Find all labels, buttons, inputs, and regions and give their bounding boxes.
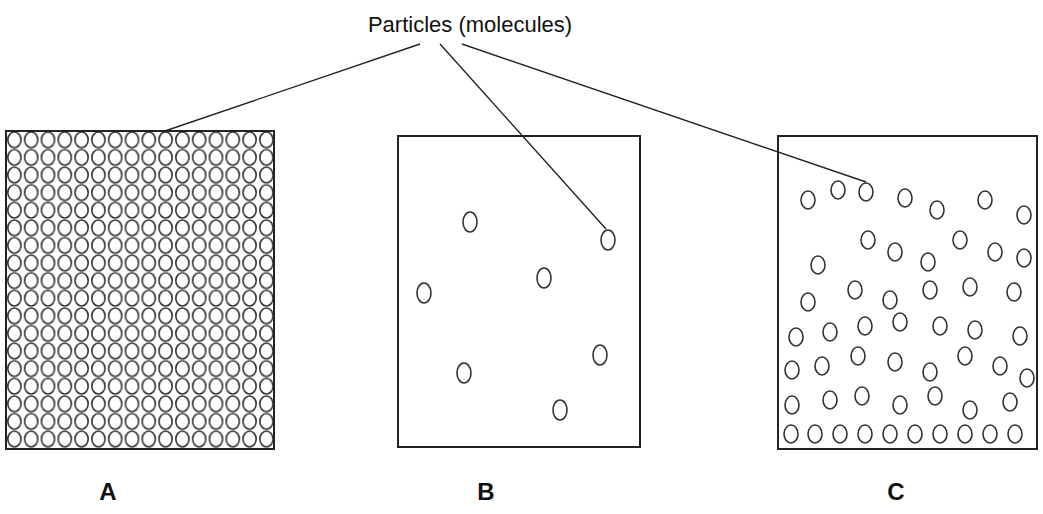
state-letter: C <box>887 478 904 506</box>
particles-label: Particles (molecules) <box>368 12 572 37</box>
solid-box <box>6 131 274 449</box>
leader-lines <box>162 44 866 229</box>
liquid-box <box>778 136 1037 449</box>
gas-particles <box>417 212 615 420</box>
gas-box <box>398 136 640 447</box>
liquid-particles <box>784 181 1034 443</box>
state-letter: A <box>99 478 116 506</box>
state-letter: B <box>477 478 494 506</box>
